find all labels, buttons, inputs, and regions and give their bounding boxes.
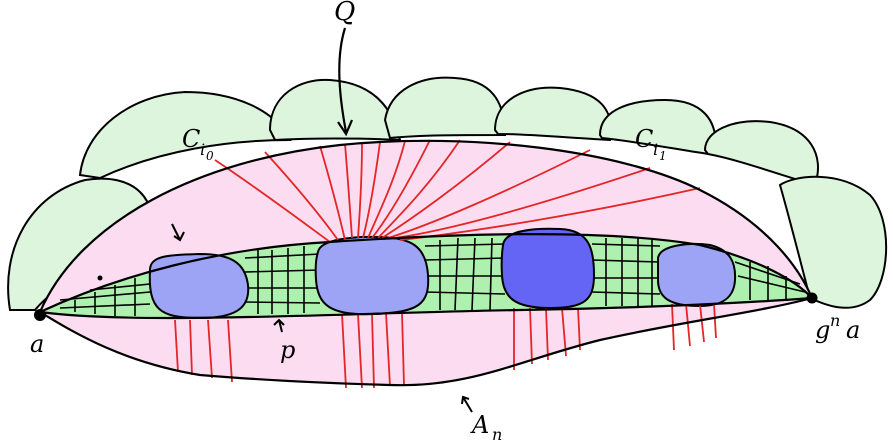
svg-text:C: C [182,125,200,153]
circle-2 [270,80,400,140]
svg-text:C: C [635,125,653,153]
svg-text:n: n [492,425,502,444]
circle-3 [385,78,505,138]
svg-text:g: g [815,316,830,344]
circle-4 [495,88,611,140]
svg-text:A: A [470,411,489,439]
blob-2 [316,237,429,314]
label-An: A n [470,411,502,444]
svg-text:a: a [846,316,860,344]
blob-3 [502,229,594,308]
small-dot [98,276,103,281]
blob-1 [150,254,248,318]
label-Q: Q [334,0,355,27]
point-gna [807,293,818,304]
circle-6 [705,121,818,185]
blob-4 [658,244,735,306]
label-a: a [30,330,44,358]
label-p: p [280,336,295,364]
svg-text:1: 1 [659,149,667,163]
svg-text:i: i [200,140,205,159]
svg-text:i: i [653,140,658,159]
point-a [34,309,46,321]
label-gna: g n a [815,311,860,344]
arrow-An [462,397,472,412]
svg-text:0: 0 [206,149,214,163]
svg-text:n: n [830,311,840,330]
